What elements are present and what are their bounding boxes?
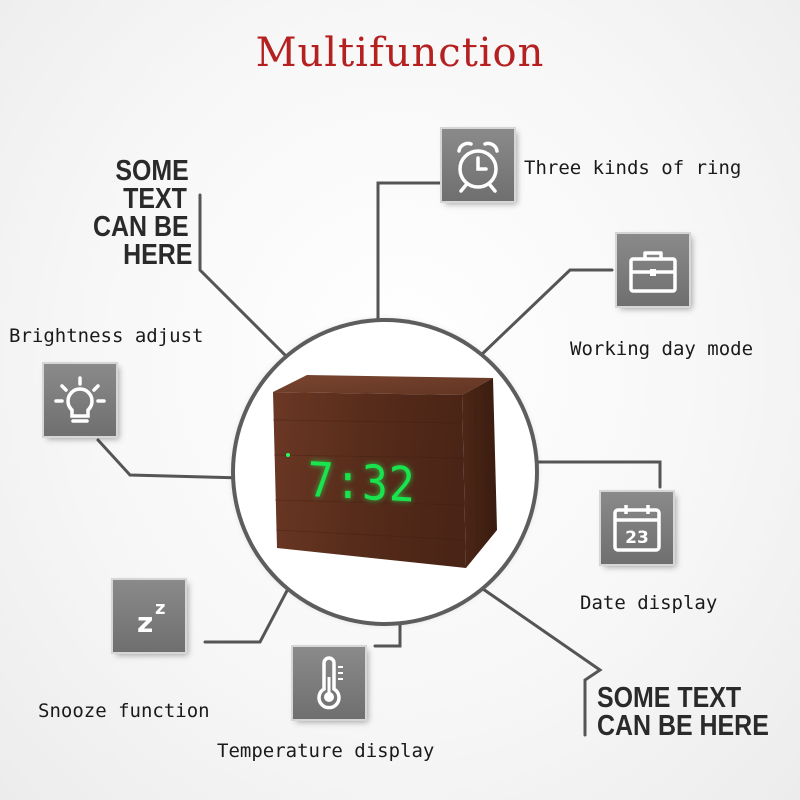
placeholder-line: SOME: [115, 155, 189, 187]
placeholder-line: CAN BE HERE: [597, 710, 769, 742]
calendar-day-number: 23: [625, 528, 649, 548]
feature-label-date: Date display: [580, 592, 718, 614]
placeholder-line: TEXT: [123, 183, 187, 215]
snooze-z-large: z: [137, 606, 153, 639]
page-title: Multifunction: [255, 30, 545, 76]
calendar-icon: 23: [601, 492, 673, 564]
alarm-clock-icon: [442, 129, 514, 201]
feature-label-ring: Three kinds of ring: [524, 157, 742, 179]
briefcase-icon: [617, 234, 689, 306]
placeholder-text-bottom-right: SOME TEXT CAN BE HERE: [597, 682, 769, 742]
snooze-z-small: z: [155, 598, 165, 619]
placeholder-text-top-left: SOME TEXT CAN BE HERE: [93, 155, 193, 271]
thermometer-icon: [293, 647, 365, 719]
clock-time-display: 7:32: [308, 452, 416, 514]
feature-label-brightness: Brightness adjust: [9, 325, 204, 347]
snooze-icon: z z: [113, 580, 185, 652]
light-bulb-icon: [44, 364, 116, 436]
feature-label-working-day: Working day mode: [570, 338, 754, 360]
feature-label-temperature: Temperature display: [217, 740, 435, 762]
feature-label-snooze: Snooze function: [38, 700, 210, 722]
placeholder-line: SOME TEXT: [597, 682, 742, 714]
placeholder-line: CAN BE: [93, 211, 189, 243]
placeholder-line: HERE: [123, 239, 193, 271]
